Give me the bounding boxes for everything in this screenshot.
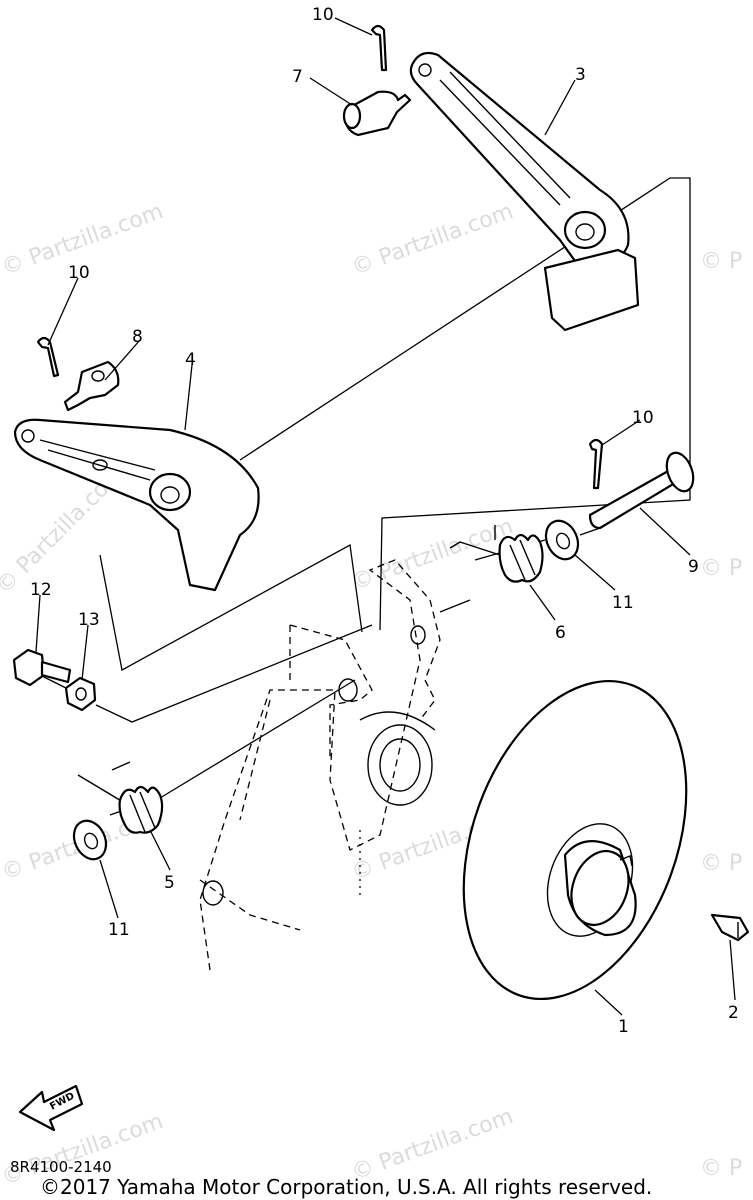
callout-2: 2 [728,1003,739,1023]
callout-7: 7 [292,67,303,87]
callout-10: 10 [68,263,90,283]
watermark: © Partzilla.com [349,1104,517,1186]
part-12-bolt [12,648,72,687]
callout-11: 11 [108,920,130,940]
watermark: © P [700,556,742,581]
watermark: © Partzilla.com [349,199,517,281]
callout-5: 5 [164,873,175,893]
part-10-cotter-pins [36,24,604,490]
part-6-spring [449,525,544,583]
watermark: © P [700,851,742,876]
callout-1: 1 [618,1017,629,1037]
callout-10: 10 [312,5,334,25]
part-1-sheave [462,679,688,1001]
callout-11: 11 [612,593,634,613]
callout-8: 8 [132,327,143,347]
part-13-nut [64,676,97,712]
watermark: © P [700,249,742,274]
callout-3: 3 [575,65,586,85]
fwd-arrow-icon: FWD [18,1084,84,1132]
callout-10: 10 [632,408,654,428]
callout-9: 9 [688,557,699,577]
callout-13: 13 [78,610,100,630]
part-11-washers [72,519,580,861]
part-2-key [710,913,750,942]
part-3-arm [409,51,640,332]
copyright-notice: ©2017 Yamaha Motor Corporation, U.S.A. A… [40,1175,652,1199]
diagram-code: 8R4100-2140 [10,1158,112,1176]
part-7-joint [342,90,412,137]
part-5-spring [77,761,164,834]
callouts: 10 7 3 10 8 4 10 9 12 13 6 11 5 11 2 1 [30,5,739,1037]
leader-lines [35,17,736,1016]
callout-4: 4 [185,350,196,370]
watermark: © P [700,1156,742,1181]
part-4-arm [13,418,260,592]
callout-6: 6 [555,623,566,643]
bracket-housing [199,559,441,971]
part-8-joint [63,360,120,412]
part-9-pin [588,451,695,530]
callout-12: 12 [30,580,52,600]
